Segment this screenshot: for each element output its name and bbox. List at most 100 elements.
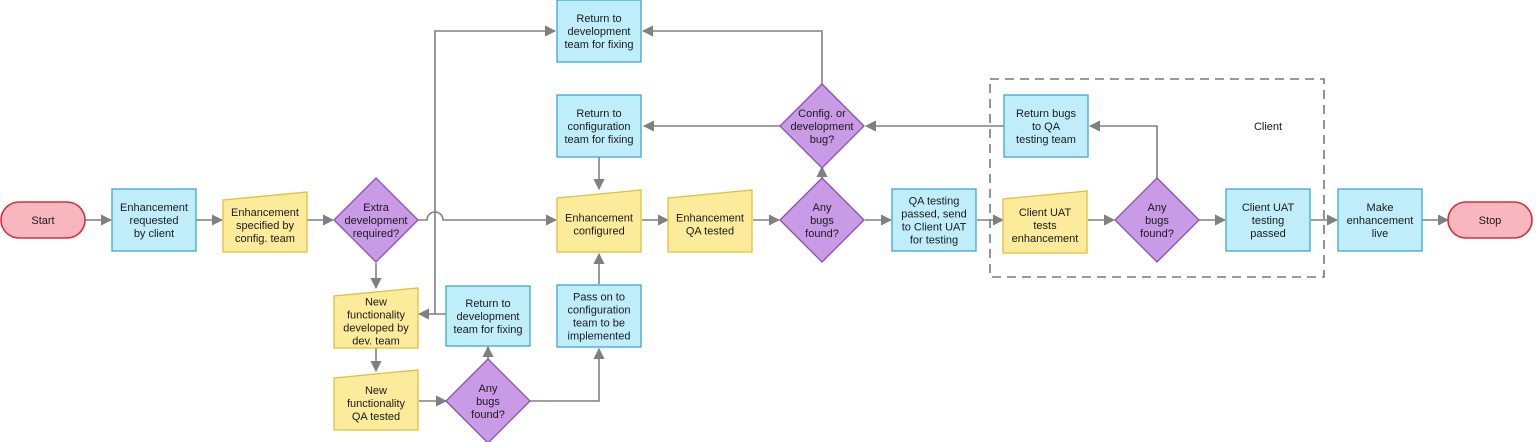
node-label-line: requested <box>130 215 179 227</box>
node-label-line: Stop <box>1479 215 1502 227</box>
node-label-line: New <box>365 297 387 309</box>
node-label-line: by client <box>134 228 174 240</box>
node-label-line: bugs <box>1145 215 1169 227</box>
process-box <box>1225 188 1311 252</box>
decision-diamond <box>779 83 865 169</box>
manual-input-box <box>222 191 308 253</box>
node-label-line: passed <box>1250 228 1285 240</box>
connector-bugs3-returnbugs <box>1088 120 1158 179</box>
node-label-line: Start <box>31 215 54 227</box>
node-label-line: config. team <box>235 233 295 245</box>
terminal-pill <box>1447 201 1533 239</box>
node-label-line: testing team <box>1016 134 1076 146</box>
node-label-line: bug? <box>810 134 834 146</box>
process-box <box>111 188 197 252</box>
node-label-line: QA tested <box>686 226 734 238</box>
node-label-line: Client UAT <box>1242 202 1295 214</box>
node-label-line: functionality <box>347 310 406 322</box>
manual-input-box <box>333 369 419 431</box>
node-label-line: functionality <box>347 398 406 410</box>
node-label-line: testing <box>1252 215 1284 227</box>
node-label-line: to Client UAT <box>902 222 967 234</box>
client-group: Client <box>989 78 1325 278</box>
node-label-line: Any <box>813 202 832 214</box>
process-box <box>556 284 642 348</box>
node-label-line: Any <box>1148 202 1167 214</box>
node-label-line: Enhancement <box>676 213 744 225</box>
node-label-line: configuration <box>568 121 631 133</box>
node-start: Start <box>0 201 86 239</box>
node-label-line: QA tested <box>352 411 400 423</box>
node-label-line: developed by <box>343 323 409 335</box>
node-label-line: team for fixing <box>564 134 633 146</box>
manual-input-box <box>1002 190 1088 254</box>
node-label-line: bugs <box>810 215 834 227</box>
node-label-line: for testing <box>910 235 958 247</box>
node-label-line: Return to <box>465 298 510 310</box>
node-label-line: team for fixing <box>564 39 633 51</box>
node-label-line: development <box>791 121 854 133</box>
node-label-line: Enhancement <box>120 202 188 214</box>
node-label-line: configured <box>573 226 624 238</box>
connector-configordev-returndevtop <box>641 25 823 85</box>
node-label-line: Make <box>1367 202 1394 214</box>
connectors <box>85 25 1450 407</box>
decision-diamond <box>333 177 419 263</box>
node-label-line: development <box>568 26 631 38</box>
manual-input-box <box>667 189 753 253</box>
process-box <box>891 188 977 252</box>
node-label-line: tests <box>1033 220 1057 232</box>
node-label-line: live <box>1372 228 1389 240</box>
node-label-line: found? <box>1140 228 1174 240</box>
process-box <box>556 0 642 63</box>
node-label-line: Client UAT <box>1019 207 1072 219</box>
process-box <box>1337 188 1423 252</box>
node-label-line: team for fixing <box>453 324 522 336</box>
node-label-line: Return to <box>576 13 621 25</box>
node-label-line: enhancement <box>1347 215 1414 227</box>
node-stop: Stop <box>1447 201 1533 239</box>
node-label-line: Return to <box>576 108 621 120</box>
node-label-line: required? <box>353 228 399 240</box>
decision-diamond <box>1114 177 1200 263</box>
node-label-line: to QA <box>1032 121 1061 133</box>
node-label-line: Enhancement <box>565 213 633 225</box>
decision-diamond <box>779 177 865 263</box>
node-label-line: Enhancement <box>231 207 299 219</box>
node-label-line: Extra <box>363 202 390 214</box>
node-label-line: implemented <box>568 331 631 343</box>
node-label-line: development <box>345 215 408 227</box>
node-label-line: Any <box>479 383 498 395</box>
manual-input-box <box>556 189 642 253</box>
client-group-label: Client <box>1254 121 1282 133</box>
node-label-line: team to be <box>573 318 625 330</box>
process-box <box>556 94 642 158</box>
decision-diamond <box>445 358 531 442</box>
node-label-line: found? <box>805 228 839 240</box>
node-label-line: Config. or <box>798 108 846 120</box>
node-label-line: enhancement <box>1012 233 1079 245</box>
node-label-line: dev. team <box>352 336 400 348</box>
node-label-line: passed, send <box>901 209 966 221</box>
terminal-pill <box>0 201 86 239</box>
node-label-line: New <box>365 385 387 397</box>
node-label-line: QA testing <box>909 196 960 208</box>
node-label-line: Pass on to <box>573 292 625 304</box>
